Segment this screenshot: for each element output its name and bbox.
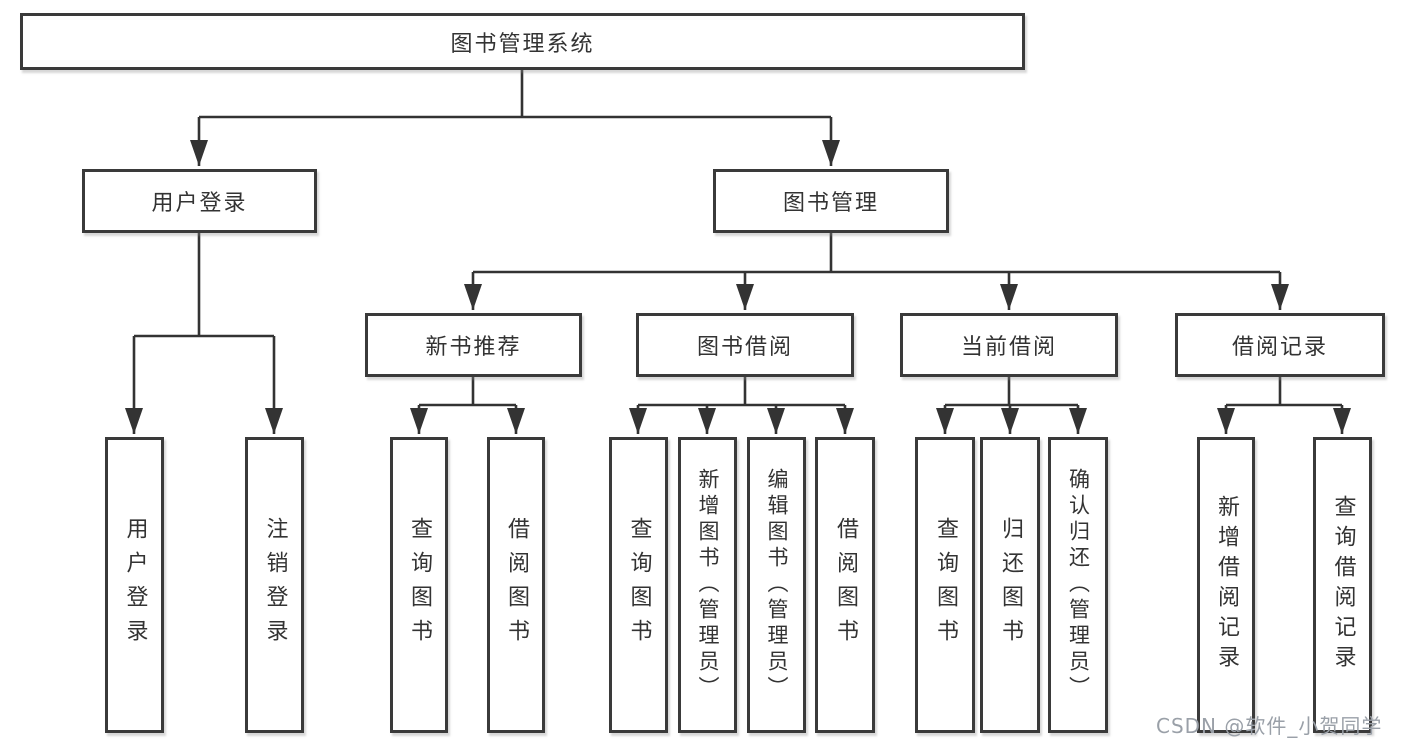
leaf-br-query-record: 查询借阅记录: [1313, 437, 1372, 733]
node-user-login: 用户登录: [82, 169, 317, 233]
leaf-bb-add-books-admin: 新增图书（管理员）: [678, 437, 737, 733]
node-borrowing-records: 借阅记录: [1175, 313, 1385, 377]
node-book-borrowing: 图书借阅: [636, 313, 854, 377]
leaf-br-add-record: 新增借阅记录: [1197, 437, 1255, 733]
connector-segments: [134, 70, 1342, 407]
leaf-nbr-borrow-books: 借阅图书: [487, 437, 545, 733]
leaf-cb-query-books: 查询图书: [915, 437, 975, 733]
node-current-borrowing: 当前借阅: [900, 313, 1118, 377]
leaf-cb-confirm-return-admin: 确认归还（管理员）: [1048, 437, 1108, 733]
leaf-nbr-query-books: 查询图书: [390, 437, 448, 733]
leaf-bb-edit-books-admin: 编辑图书（管理员）: [747, 437, 806, 733]
node-library-management-system: 图书管理系统: [20, 13, 1025, 70]
leaf-bb-query-books: 查询图书: [609, 437, 668, 733]
connector-arrows: [125, 117, 1351, 434]
node-new-book-recommend: 新书推荐: [365, 313, 582, 377]
node-book-management: 图书管理: [713, 169, 949, 233]
leaf-user-login: 用户登录: [105, 437, 164, 733]
csdn-watermark: CSDN @软件_小贺同学: [1156, 714, 1383, 738]
leaf-cb-return-books: 归还图书: [980, 437, 1040, 733]
leaf-bb-borrow-books: 借阅图书: [815, 437, 875, 733]
leaf-logout: 注销登录: [245, 437, 304, 733]
